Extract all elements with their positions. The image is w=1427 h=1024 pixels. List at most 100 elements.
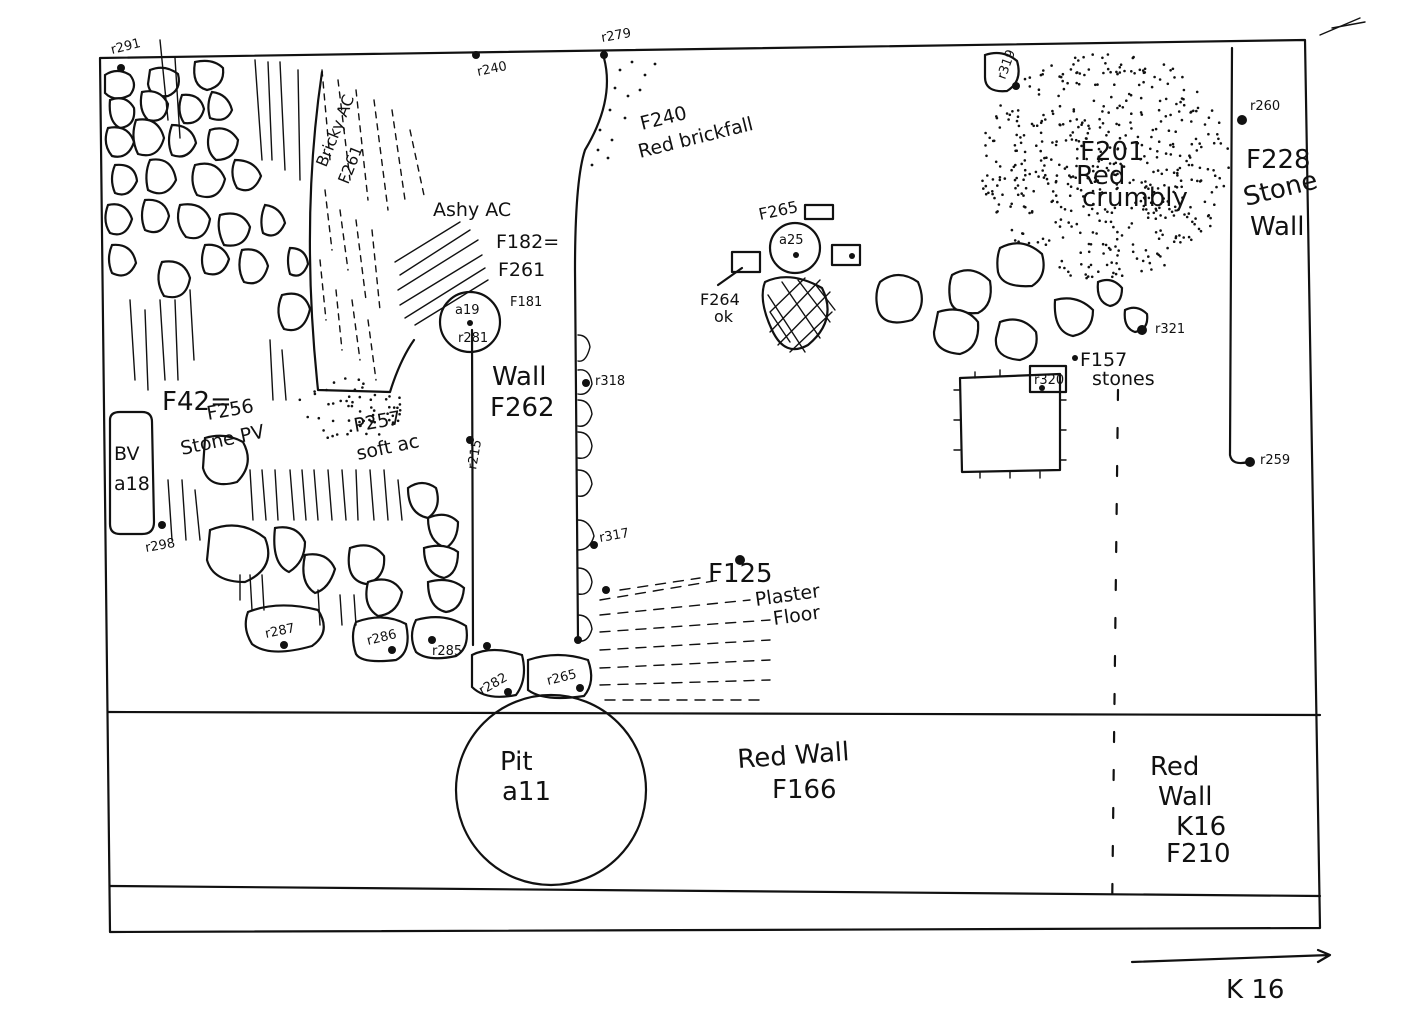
stipple-dot [396,419,400,423]
stipple-dot [370,406,373,409]
bricky-ac-hatch [308,69,426,394]
stipple-dot [1142,208,1145,211]
stipple-dot [1199,179,1203,182]
label-r215: r215 [465,438,485,470]
stipple-dot [1091,53,1094,56]
stipple-dot [1104,62,1107,65]
stipple-dot [1110,261,1113,264]
point-r240 [472,51,480,59]
stipple-dot [362,382,365,386]
stipple-dot [1142,192,1145,195]
stipple-dot [1164,216,1167,219]
point-f125 [735,555,745,565]
stipple-dot [984,192,988,196]
stipple-dot [984,184,988,188]
stipple-dot [1078,72,1082,75]
hatching-f42 [129,39,403,626]
stipple-dot [1197,227,1201,231]
stipple-dot [1116,147,1120,150]
stipple-dot [391,421,395,424]
stipple-dot [1086,176,1090,180]
stipple-dot [1178,154,1182,158]
stipple-dot [1061,123,1065,126]
stipple-dot [1180,118,1184,122]
stipple-dot [1096,212,1099,215]
stipple-dot [1080,144,1083,148]
stipple-dot [1021,232,1025,235]
stipple-dot [1040,140,1044,143]
stipple-dot [1171,67,1175,71]
stipple-dot [993,196,996,200]
stipple-dot [1156,150,1159,153]
stipple-dot [1118,267,1121,271]
point-r291 [117,64,125,72]
stipple-dot [987,191,990,195]
stipple-dot [1042,113,1045,117]
stipple-dot [1107,130,1110,134]
stipple-dot [1011,110,1014,113]
stipple-dot [1195,149,1199,152]
stipple-dot [1114,272,1118,276]
stipple-dot [1039,121,1043,125]
stipple-dot [1098,126,1102,129]
stipple-dot [1054,180,1058,184]
stipple-dot [1169,113,1172,117]
stipple-dot [357,378,361,382]
point-wall-base-l [483,642,491,650]
stipple-dot [1037,93,1041,96]
stipple-dot [1210,191,1214,194]
stipple-dot [1043,164,1046,167]
stipple-dot [344,377,347,380]
stipple-dot [1105,263,1109,267]
stipple-dot [1164,97,1168,101]
stipple-dot [1083,119,1087,122]
stone-wall-f228 [1228,46,1250,465]
stipple-dot [1120,274,1124,278]
stipple-dot [1127,226,1131,229]
point-r215 [466,436,474,444]
stipple-dot [1147,187,1150,190]
stipple-dot [1061,79,1064,83]
stipple-dot [377,433,381,436]
label-wall-f262: Wall [492,362,546,392]
stipple-dot [1112,162,1116,166]
stipple-dot [1190,238,1193,242]
point-a25 [793,252,799,258]
stipple-dot [1139,158,1142,161]
stipple-dot [1179,241,1182,244]
stipple-dot [1041,169,1044,172]
stipple-dot [1185,215,1189,219]
soft-ac-stipple [298,377,402,440]
label-r320: r320 [1034,373,1064,388]
stipple-dot [1150,135,1153,139]
stipple-dot [1124,147,1127,150]
stipple-dot [1102,105,1105,108]
stipple-dot [1148,261,1152,265]
stipple-dot [1119,162,1122,166]
stipple-dot [1143,155,1146,158]
stipple-dot [1054,221,1057,224]
stipple-dot [1181,196,1184,199]
stipple-dot [1090,275,1094,279]
stipple-dot [1218,176,1221,180]
stipple-dot [1069,134,1072,137]
stipple-dot [984,131,987,135]
stipple-dot [1124,134,1127,137]
stipple-dot [1206,167,1210,171]
stipple-dot [1210,109,1214,112]
stone-paving-f42 [103,59,468,663]
stipple-dot [1162,197,1165,200]
stipple-dot [1110,95,1113,99]
stipple-dot [1150,268,1153,271]
stipple-dot [1142,71,1146,75]
stipple-dot [1061,236,1065,239]
stipple-dot [984,144,987,147]
label-f181: F181 [510,295,542,310]
point-r320 [1039,385,1045,391]
stipple-dot [1075,118,1079,121]
stipple-dot [1041,237,1045,241]
stipple-dot [1035,124,1039,127]
stipple-dot [1085,157,1088,161]
stipple-dot [327,402,330,406]
stipple-dot [1118,71,1122,74]
